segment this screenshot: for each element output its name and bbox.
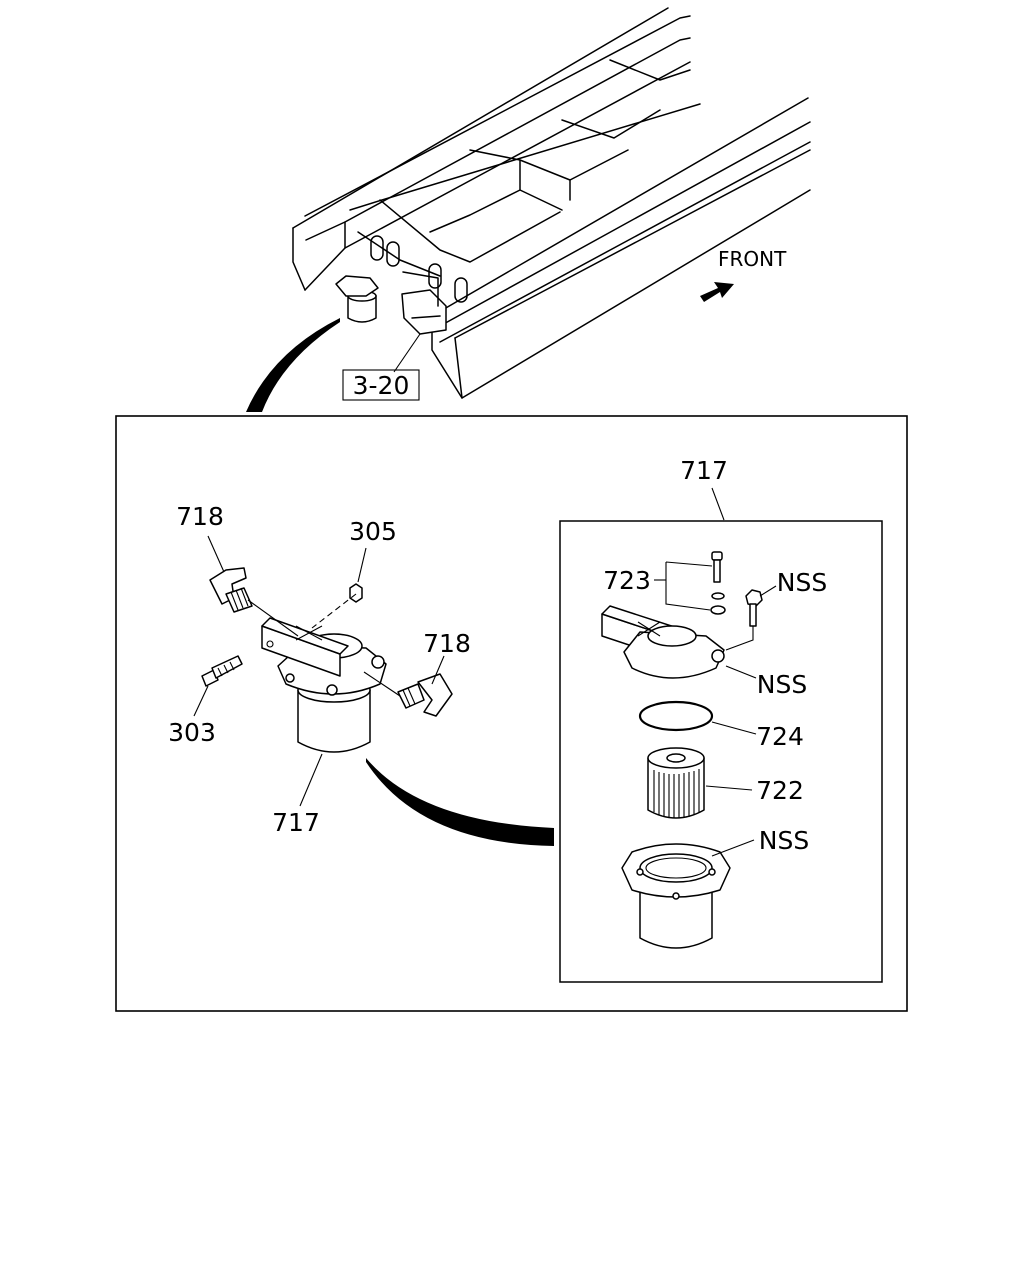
o-ring-724: [638, 700, 757, 735]
label-nss-bowl: NSS: [759, 826, 809, 855]
reference-label: 3-20: [353, 371, 410, 400]
label-724: 724: [756, 722, 804, 751]
label-nss-bolt: NSS: [777, 568, 827, 597]
filter-head-nss: [601, 605, 757, 679]
filter-bowl-nss: [621, 839, 755, 949]
fitting-718-right: [363, 655, 453, 717]
front-indicator: FRONT: [700, 247, 787, 302]
fitting-718-left: [207, 535, 299, 637]
pointer-curve-top: [246, 318, 340, 412]
label-722: 722: [756, 776, 804, 805]
label-718-right: 718: [423, 629, 471, 658]
label-718-left: 718: [176, 502, 224, 531]
nut-305: [311, 547, 367, 629]
label-717-detail: 717: [680, 456, 728, 485]
label-303: 303: [168, 718, 216, 747]
chassis-frame: [292, 7, 811, 399]
label-717-main: 717: [272, 808, 320, 837]
filter-element-722: [647, 747, 753, 819]
label-nss-head: NSS: [757, 670, 807, 699]
label-723: 723: [603, 566, 651, 595]
reference-callout: 3-20: [342, 369, 420, 401]
bolt-nss: [725, 585, 777, 651]
bolt-303: [193, 655, 243, 717]
pointer-curve-detail: [366, 758, 554, 846]
bolt-washer-723: [654, 551, 726, 615]
exploded-view-box: [559, 520, 883, 983]
front-arrow-icon: [700, 282, 734, 302]
label-305: 305: [349, 517, 397, 546]
detail-panel: [115, 415, 908, 1012]
front-label: FRONT: [718, 247, 787, 271]
filter-assembly: [261, 617, 387, 753]
